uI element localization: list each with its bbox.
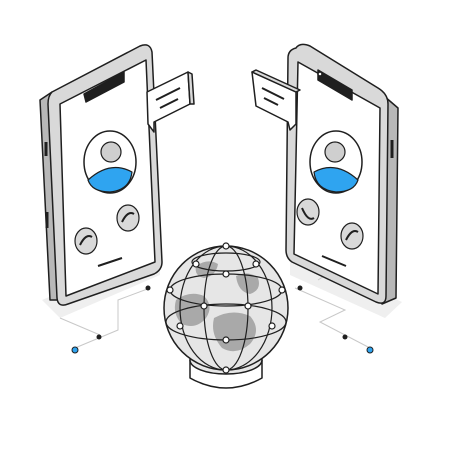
node-dot-accent xyxy=(366,346,374,354)
phone-hangup-icon xyxy=(340,222,364,250)
right-phone-notch xyxy=(317,69,353,101)
chat-bubble-icon xyxy=(146,71,195,133)
node-dot xyxy=(342,334,348,340)
phone-hangup-icon xyxy=(74,227,98,255)
node-dot xyxy=(96,334,102,340)
user-avatar-icon xyxy=(309,130,363,194)
left-phone-notch xyxy=(83,71,125,103)
right-phone-camera xyxy=(317,71,323,77)
phone-call-icon xyxy=(116,204,140,232)
left-phone-home-bar xyxy=(97,257,123,267)
node-dot-accent xyxy=(71,346,79,354)
right-phone xyxy=(285,43,399,305)
left-phone xyxy=(39,44,163,306)
phone-call-icon xyxy=(296,198,320,226)
connection-nodes xyxy=(71,285,374,354)
globe-nodes xyxy=(166,242,286,374)
node-dot xyxy=(297,285,303,291)
node-dot xyxy=(145,285,151,291)
globe-icon xyxy=(163,242,289,389)
right-phone-home-bar xyxy=(321,255,347,267)
user-avatar-icon xyxy=(83,130,137,194)
chat-bubble-icon xyxy=(251,69,301,131)
